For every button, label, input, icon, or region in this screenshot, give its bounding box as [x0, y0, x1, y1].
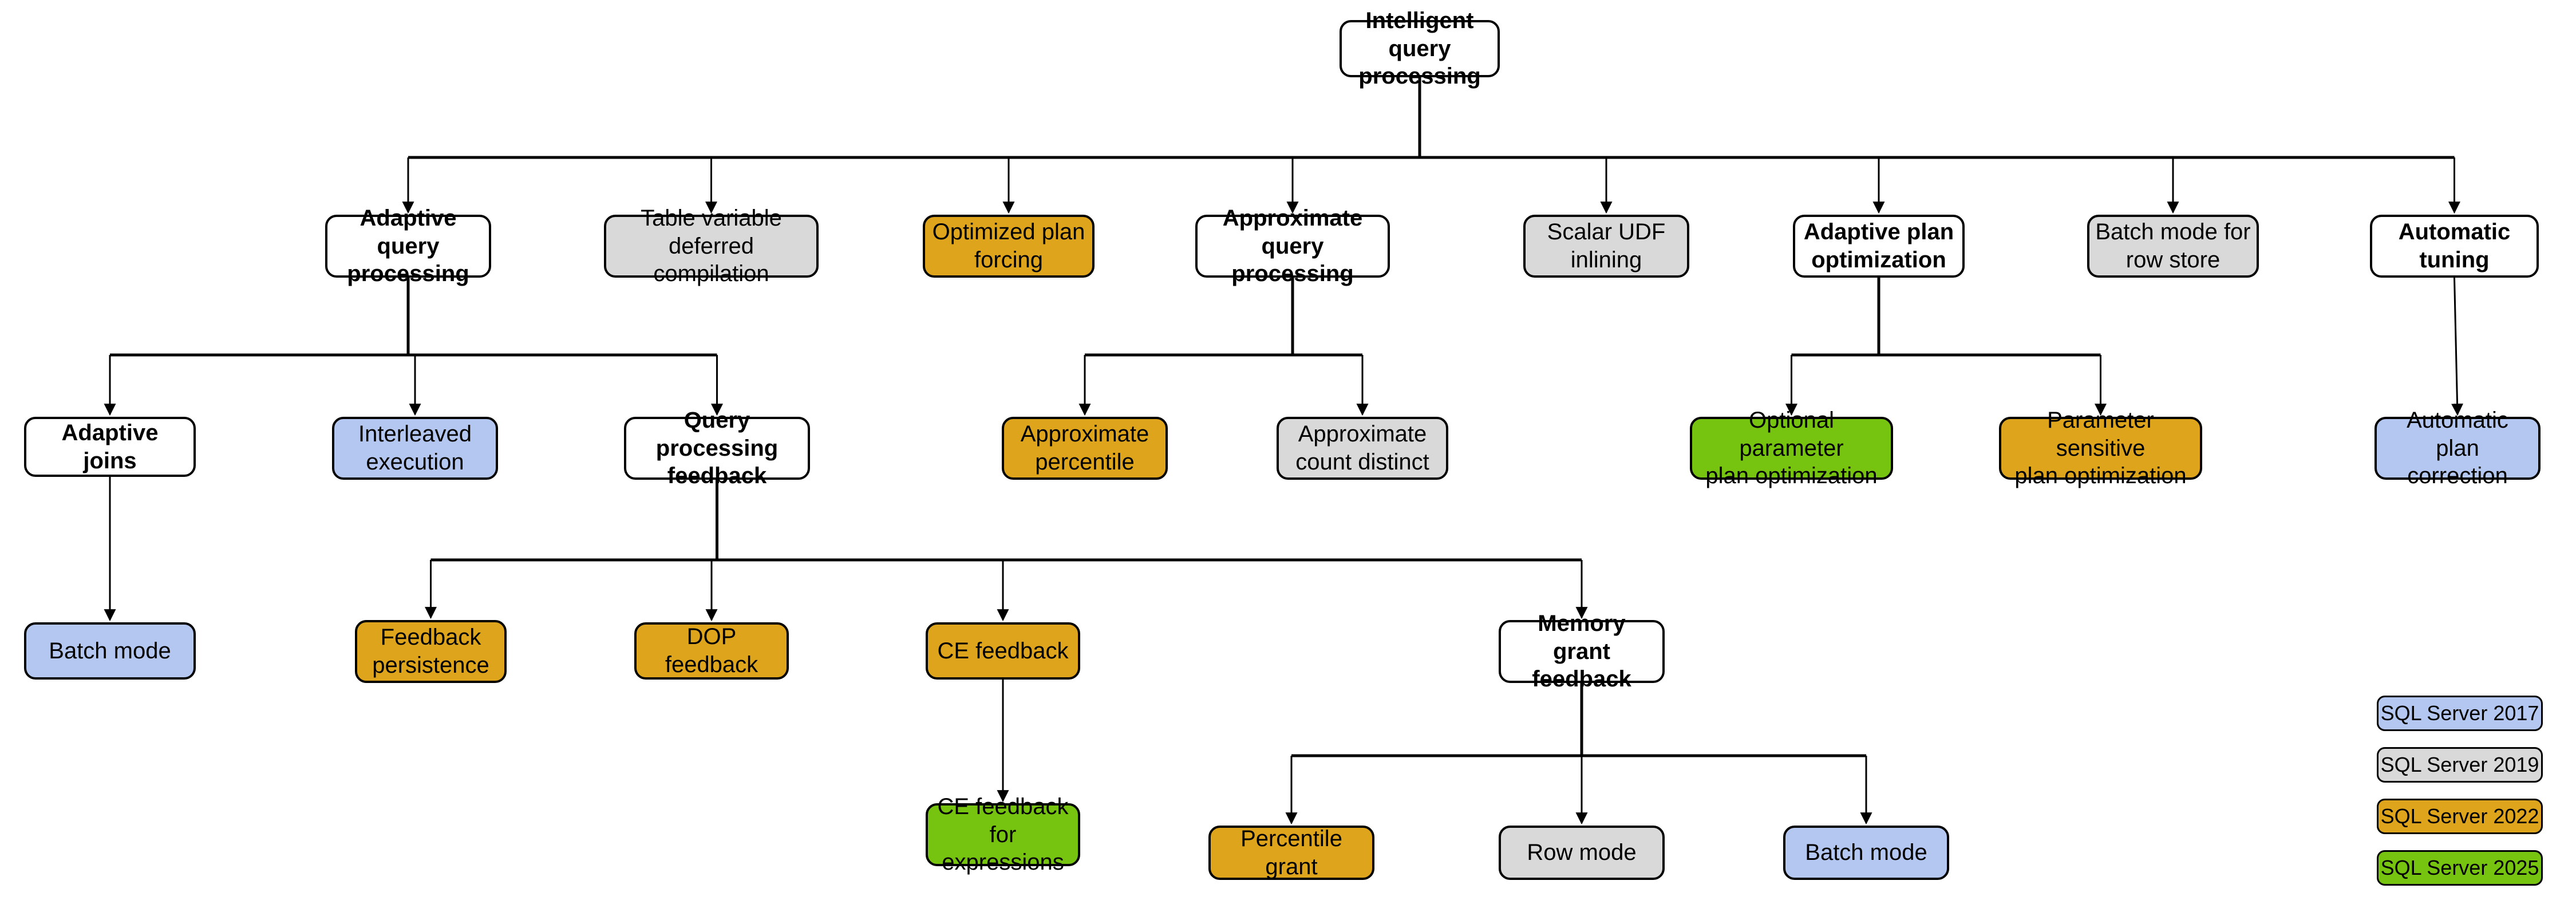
- legend-item-sql-server-2019: SQL Server 2019: [2377, 747, 2543, 783]
- node-qpf[interactable]: Query processing feedback: [624, 408, 810, 488]
- node-batchmode2[interactable]: Batch mode: [1783, 826, 1949, 880]
- node-opf[interactable]: Optimized plan forcing: [923, 215, 1095, 278]
- node-scalarudf[interactable]: Scalar UDF inlining: [1523, 215, 1689, 278]
- node-interleaved[interactable]: Interleaved execution: [332, 417, 498, 480]
- legend-item-sql-server-2022: SQL Server 2022: [2377, 799, 2543, 834]
- node-adaptivejoins[interactable]: Adaptive joins: [24, 417, 196, 477]
- node-iqp[interactable]: Intelligent query processing: [1340, 8, 1500, 89]
- node-oppo[interactable]: Optional parameter plan optimization: [1690, 408, 1893, 488]
- legend-item-sql-server-2017: SQL Server 2017: [2377, 696, 2543, 731]
- node-aqp[interactable]: Adaptive query processing: [325, 206, 491, 286]
- node-batchmode1[interactable]: Batch mode: [24, 622, 196, 680]
- node-tvdc[interactable]: Table variable deferred compilation: [604, 206, 819, 286]
- node-fbpersist[interactable]: Feedback persistence: [355, 620, 507, 683]
- node-autotune[interactable]: Automatic tuning: [2370, 215, 2539, 278]
- node-rowmode[interactable]: Row mode: [1499, 826, 1665, 880]
- legend-item-sql-server-2025: SQL Server 2025: [2377, 850, 2543, 886]
- node-apo[interactable]: Adaptive plan optimization: [1793, 215, 1965, 278]
- node-bmrs[interactable]: Batch mode for row store: [2087, 215, 2259, 278]
- node-cefbexpr[interactable]: CE feedback for expressions: [926, 794, 1080, 875]
- node-approxpct[interactable]: Approximate percentile: [1002, 417, 1168, 480]
- node-mgf[interactable]: Memory grant feedback: [1499, 611, 1665, 692]
- node-approxqp[interactable]: Approximate query processing: [1195, 206, 1390, 286]
- node-cefb[interactable]: CE feedback: [926, 622, 1080, 680]
- node-apc[interactable]: Automatic plan correction: [2374, 408, 2541, 488]
- node-pctgrant[interactable]: Percentile grant: [1208, 826, 1374, 880]
- node-approxcnt[interactable]: Approximate count distinct: [1277, 417, 1448, 480]
- node-dopfb[interactable]: DOP feedback: [634, 622, 789, 680]
- node-pspo[interactable]: Parameter sensitive plan optimization: [1999, 408, 2202, 488]
